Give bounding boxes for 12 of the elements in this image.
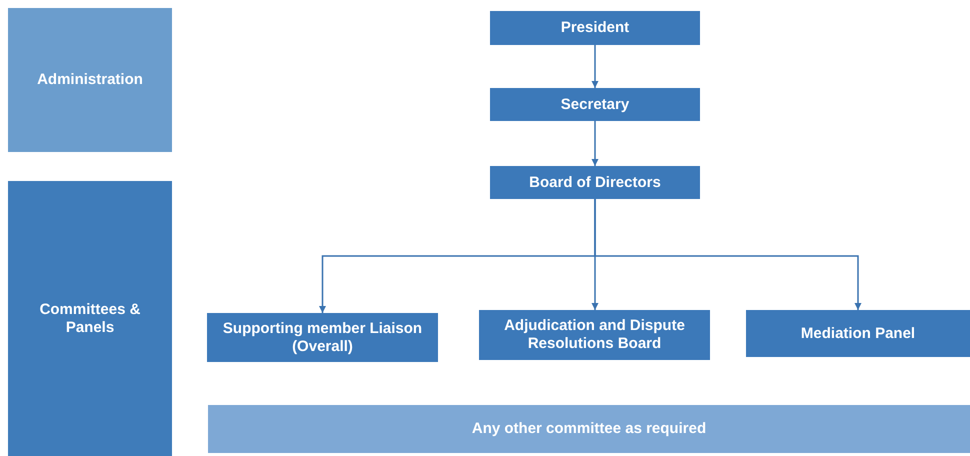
org-box: Secretary [490, 88, 700, 121]
org-box: Mediation Panel [746, 310, 970, 357]
category-band: Administration [8, 8, 172, 152]
arrow [594, 199, 862, 310]
committee-bar: Any other committee as required [208, 405, 970, 453]
arrow [592, 45, 598, 88]
org-box: President [490, 11, 700, 45]
org-box: Board of Directors [490, 166, 700, 199]
org-box: Supporting member Liaison (Overall) [207, 313, 438, 362]
arrow [592, 121, 598, 166]
category-band: Committees & Panels [8, 181, 172, 456]
org-box: Adjudication and Dispute Resolutions Board [479, 310, 710, 360]
